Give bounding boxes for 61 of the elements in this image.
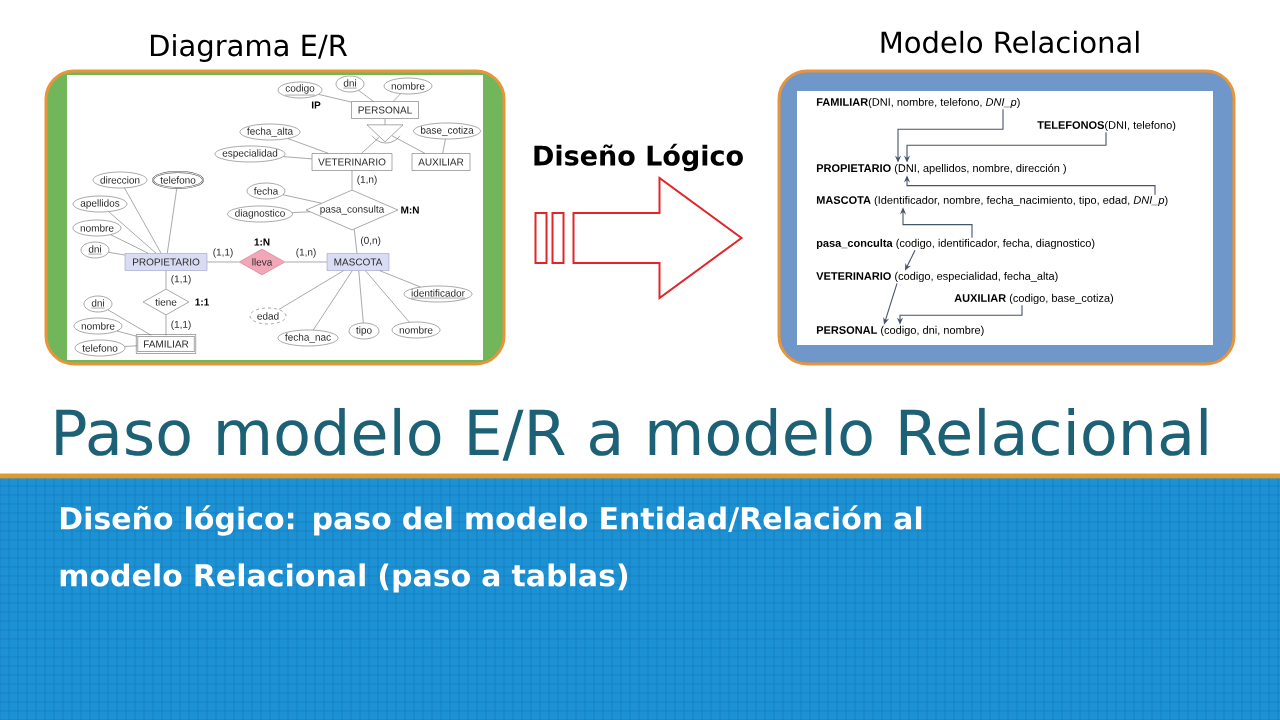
schema-line: VETERINARIO (codigo, especialidad, fecha_alta) (816, 271, 1058, 283)
connector-line (379, 270, 421, 288)
cardinality-label: (1,n) (356, 175, 378, 186)
cardinality-label: (1,n) (295, 247, 317, 259)
entity-box: VETERINARIO (311, 153, 393, 171)
schema-line: PROPIETARIO (DNI, apellidos, nombre, dirección ) (816, 163, 1066, 175)
schema-line: TELEFONOS(DNI, telefono) (1037, 120, 1176, 132)
connector-line (124, 345, 137, 347)
connector-line (292, 211, 311, 213)
entity-box: PERSONAL (351, 101, 419, 119)
connector-line (285, 261, 327, 263)
arrow-label: Diseño Lógico (531, 143, 745, 172)
cardinality-label: (1,1) (170, 320, 192, 331)
cardinality-label: (0,n) (359, 236, 382, 247)
connector-line (207, 261, 239, 263)
connector-line (165, 315, 167, 336)
schema-line: PERSONAL (codigo, dni, nombre) (816, 325, 984, 337)
entity-box: FAMILIAR (135, 334, 197, 354)
connector-line (354, 229, 358, 254)
connector-line (107, 309, 152, 336)
block-arrow (534, 176, 744, 300)
entity-box: AUXILIAR (411, 153, 471, 171)
connector-line (167, 188, 178, 254)
schema-line: AUXILIAR (codigo, base_cotiza) (954, 293, 1114, 305)
panel-heading: Diagrama E/R (151, 33, 348, 63)
schema-line: FAMILIAR(DNI, nombre, telefono, DNI_p) (816, 97, 1020, 109)
annotation-label: 1:N (254, 238, 270, 246)
connector-line (391, 135, 425, 154)
schema-line: MASCOTA (Identificador, nombre, fecha_nacimiento, tipo, edad, DNI_p) (816, 195, 1168, 207)
connector-line (351, 170, 353, 190)
annotation-label: 1:1 (195, 298, 209, 306)
connector-line (361, 136, 380, 154)
connector-line (358, 270, 364, 323)
connector-line (110, 234, 149, 254)
connector-line (442, 139, 446, 154)
connector-line (358, 90, 374, 102)
annotation-label: M:N (401, 206, 419, 214)
connector-line (393, 93, 401, 102)
connector-line (108, 252, 125, 256)
connector-line (287, 138, 329, 154)
subtitle: Diseño lógico: paso del modelo Entidad/Relación al modelo Relacional (paso a tablas) (60, 505, 922, 593)
panel-heading: Modelo Relacional (881, 30, 1139, 54)
connector-line (313, 270, 353, 331)
hierarchy-triangle (366, 124, 404, 143)
schema-line: pasa_conculta (codigo, identificador, fecha, diagnostico) (816, 238, 1095, 250)
connector-line (108, 211, 157, 254)
annotation-label: IP (311, 101, 321, 109)
title: Paso modelo E/R a modelo Relacional (56, 407, 1207, 461)
connector-line (116, 330, 137, 337)
connector-line (124, 187, 162, 254)
cardinality-label: (1,1) (212, 247, 234, 259)
connector-line (165, 270, 167, 289)
connector-line (318, 94, 352, 103)
connector-line (365, 270, 410, 323)
connector-line (278, 270, 344, 310)
entity-box: MASCOTA (326, 253, 390, 271)
cardinality-label: (1,1) (170, 274, 192, 285)
connector-line (282, 194, 322, 204)
entity-box: PROPIETARIO (124, 253, 208, 271)
connector-line (384, 118, 386, 125)
connector-line (283, 156, 312, 160)
